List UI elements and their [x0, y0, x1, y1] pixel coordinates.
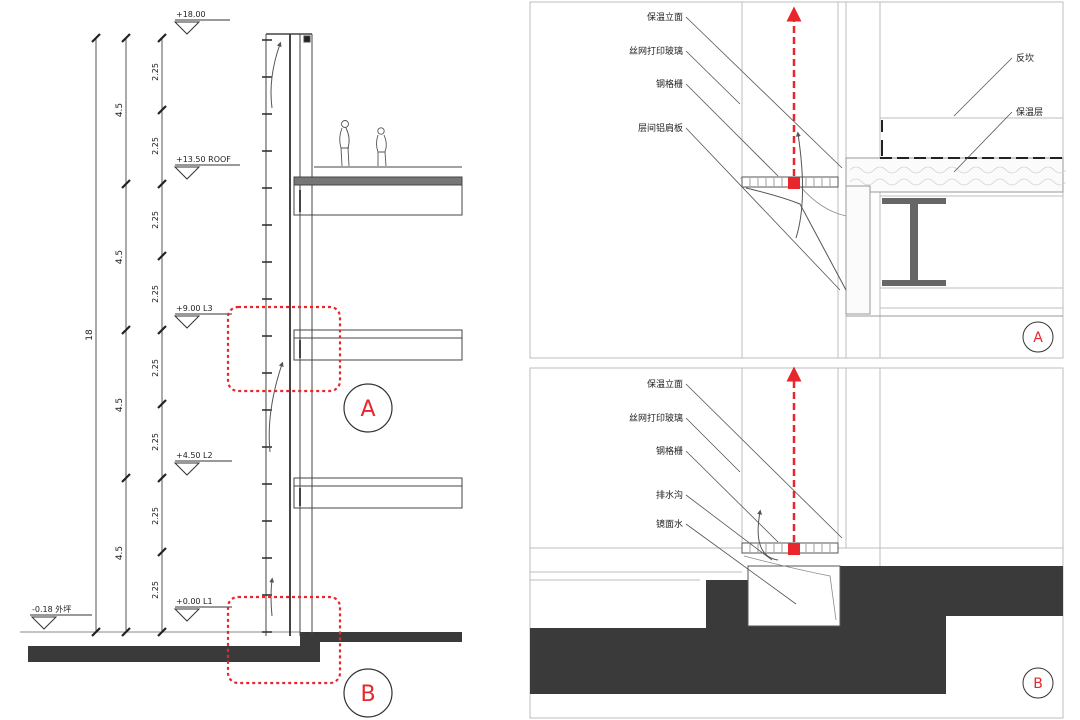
level-label: -0.18 外坪: [32, 604, 71, 614]
callout-circle-b: [343, 668, 393, 718]
level-markers: [30, 19, 240, 630]
airflow-arrows: [268, 41, 284, 617]
dim-half: 2.25: [151, 285, 160, 303]
label-b-facade: 保温立面: [647, 378, 683, 390]
floor-slabs: [293, 166, 463, 509]
ground-mass: [530, 566, 1063, 694]
curb-block: [706, 580, 748, 628]
dim-half: 2.25: [151, 433, 160, 451]
label-a-upstand: 反坎: [1016, 52, 1034, 64]
dimension-tick: [121, 473, 131, 483]
red-node-a: [788, 177, 800, 189]
dimension-tick: [157, 547, 167, 557]
label-a-glass: 丝网打印玻璃: [629, 45, 683, 57]
dim-half: 2.25: [151, 63, 160, 81]
dim-half: 2.25: [151, 359, 160, 377]
dimension-tick: [157, 179, 167, 189]
facade-brackets: [262, 39, 272, 633]
dim-half: 2.25: [151, 137, 160, 155]
dimension-tick: [157, 105, 167, 115]
dimension-lines: [95, 38, 163, 632]
insulation-layer: [845, 157, 1064, 193]
detail-tag-a-text: A: [1033, 330, 1043, 346]
dimension-tick: [157, 33, 167, 43]
label-b-water: 镜面水: [656, 518, 683, 530]
label-a-grating: 钢格栅: [656, 78, 683, 90]
label-a-facade: 保温立面: [647, 11, 683, 23]
red-node-b: [788, 543, 800, 555]
label-b-drain: 排水沟: [656, 489, 683, 501]
dim-half: 2.25: [151, 581, 160, 599]
detail-tag-b: [1022, 667, 1054, 699]
callout-label-b: B: [360, 682, 375, 707]
label-b-grating: 钢格栅: [656, 445, 683, 457]
dimension-tick: [157, 325, 167, 335]
ground-slab-step: [300, 632, 462, 662]
dim-floor: 4.5: [115, 398, 125, 412]
detail-tag-a: [1022, 321, 1054, 353]
leader-lines-b: [685, 383, 843, 605]
dimension-tick: [157, 627, 167, 637]
callout-box-b: [226, 595, 342, 685]
callout-circle-a: [343, 383, 393, 433]
label-a-insulation: 保温层: [1016, 106, 1043, 118]
dim-total: 18: [85, 329, 95, 341]
leader-lines-a: [685, 16, 1013, 291]
dim-floor: 4.5: [115, 250, 125, 264]
dimension-tick: [157, 473, 167, 483]
dim-half: 2.25: [151, 211, 160, 229]
dimension-tick: [121, 627, 131, 637]
dimension-tick: [157, 399, 167, 409]
facade: [265, 33, 313, 636]
dimension-tick: [121, 33, 131, 43]
dim-floor: 4.5: [115, 103, 125, 117]
side-insulation: [845, 185, 871, 315]
label-a-panel: 层间铝肩板: [638, 122, 683, 134]
level-label: +4.50 L2: [176, 451, 213, 460]
dimension-tick: [91, 33, 101, 43]
dimension-tick: [121, 325, 131, 335]
person-figures: [339, 120, 387, 167]
label-b-glass: 丝网打印玻璃: [629, 412, 683, 424]
dimension-tick: [91, 627, 101, 637]
callout-box-a: [226, 305, 342, 393]
level-label: +9.00 L3: [176, 304, 213, 313]
dimension-ticks: [91, 33, 167, 637]
dim-half: 2.25: [151, 507, 160, 525]
aluminium-panel: [745, 187, 847, 291]
dimension-tick: [157, 251, 167, 261]
level-label: +0.00 L1: [176, 597, 213, 606]
level-label: +18.00: [176, 10, 206, 19]
detail-b: 保温立面 丝网打印玻璃 钢格栅 排水沟 镜面水 B: [529, 366, 1064, 719]
steel-i-beam: [882, 198, 946, 286]
detail-tag-b-text: B: [1033, 676, 1043, 692]
wall-section: 18 4.5 4.5 4.5 4.5 2.25 2.25 2.25 2.25 2…: [20, 10, 463, 718]
level-label: +13.50 ROOF: [176, 155, 231, 164]
dim-floor: 4.5: [115, 546, 125, 560]
detail-a: 保温立面 丝网打印玻璃 钢格栅 层间铝肩板 反坎 保温层 A: [529, 1, 1067, 359]
ground-slab: [28, 646, 320, 662]
callout-label-a: A: [360, 397, 375, 422]
dimension-tick: [121, 179, 131, 189]
